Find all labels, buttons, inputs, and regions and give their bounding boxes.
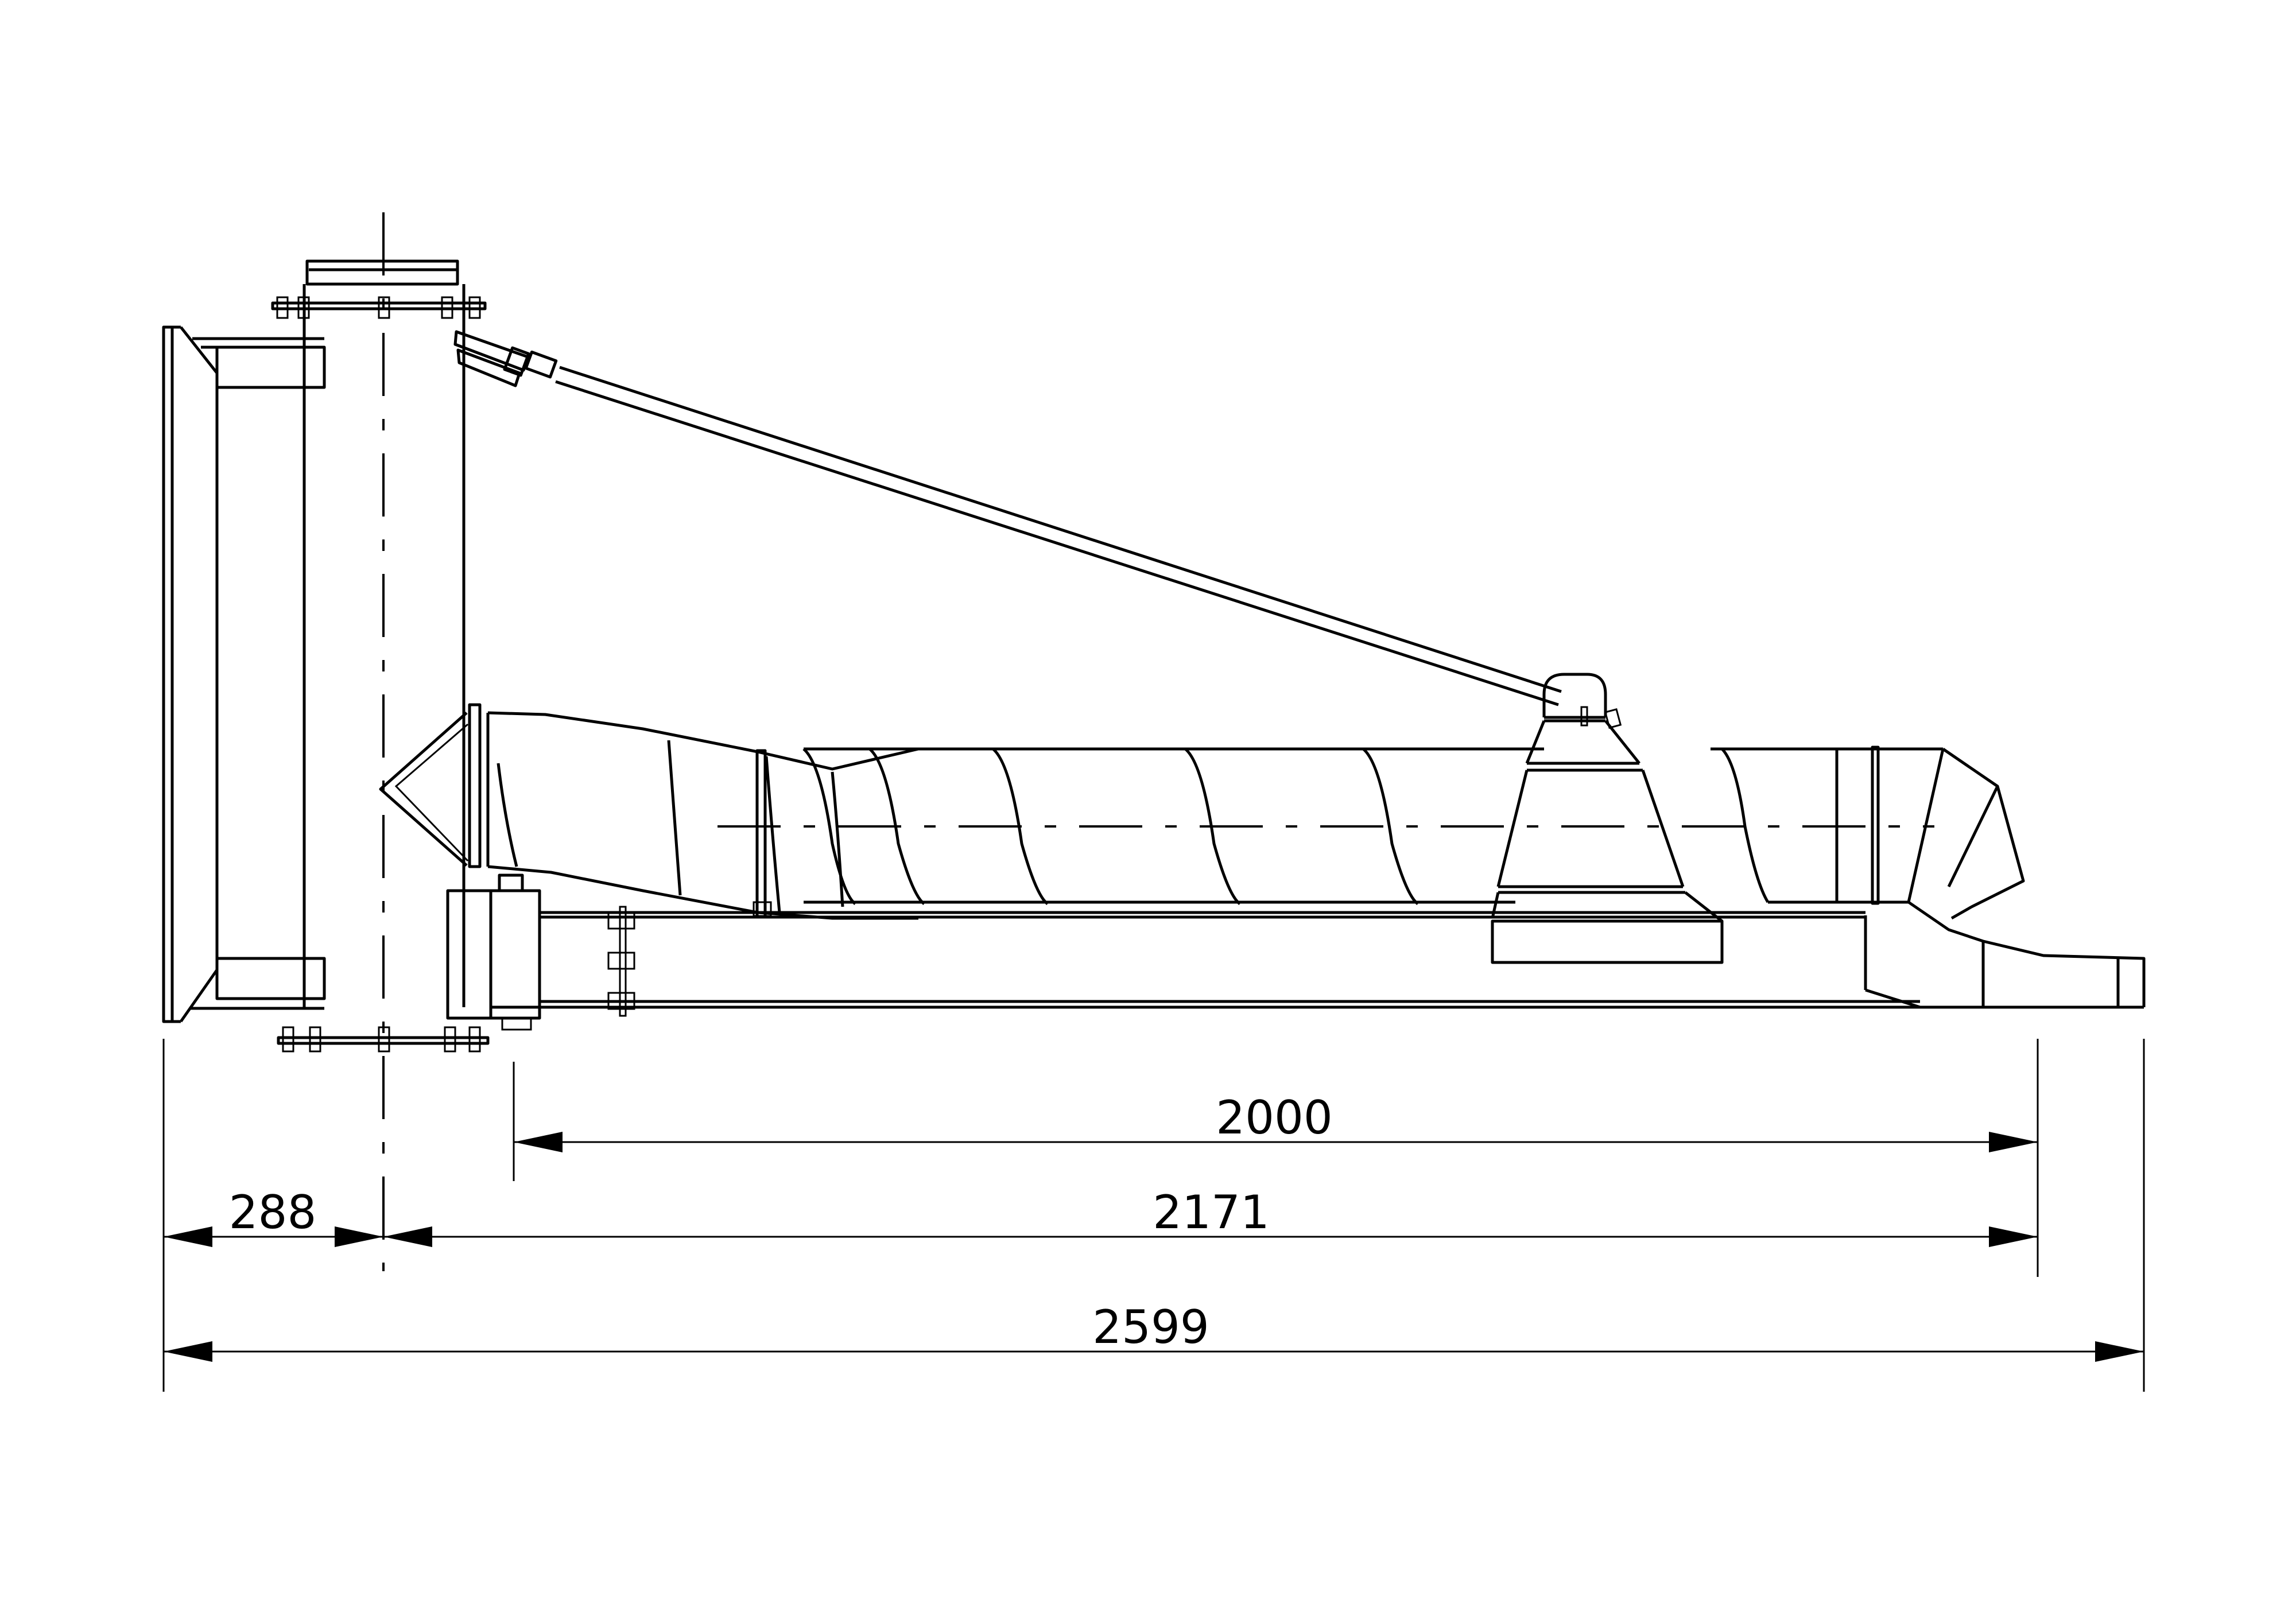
dimension-label-2000: 2000 xyxy=(1216,1091,1333,1144)
rail-bolts xyxy=(607,906,635,1017)
tie-rod xyxy=(453,330,1562,706)
dimension-label-288: 288 xyxy=(229,1186,317,1239)
bottom-bolts xyxy=(282,1026,481,1053)
auger-tube xyxy=(379,703,1934,920)
dimension-label-2599: 2599 xyxy=(1092,1300,1209,1354)
vertical-pipe xyxy=(271,212,490,1271)
discharge-chute xyxy=(1711,746,2146,1009)
dimension-label-2171: 2171 xyxy=(1153,1186,1270,1239)
top-bolts xyxy=(276,296,481,319)
motor-housing xyxy=(1491,673,1724,964)
flange-plate-left xyxy=(162,325,326,1023)
dimension-lines xyxy=(162,1039,2145,1392)
base-frame xyxy=(446,873,2144,1031)
